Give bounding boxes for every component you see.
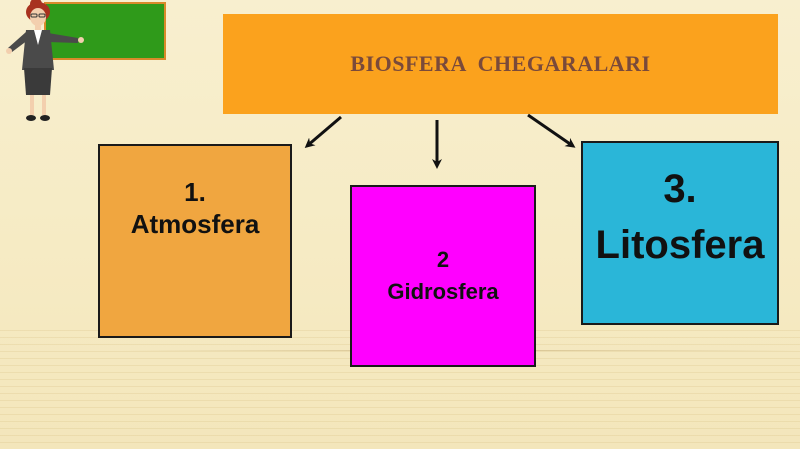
box-atmosfera: 1. Atmosfera: [98, 144, 292, 338]
title-box: BIOSFERA CHEGARALARI: [223, 14, 778, 114]
title-text: BIOSFERA CHEGARALARI: [350, 51, 651, 76]
gidrosfera-number: 2: [436, 247, 450, 272]
box-litosfera: 3. Litosfera: [581, 141, 779, 325]
atmosfera-name: Atmosfera: [130, 209, 260, 239]
gidrosfera-name: Gidrosfera: [387, 279, 499, 304]
teacher-illustration-icon: [6, 0, 84, 121]
litosfera-number: 3.: [663, 167, 697, 211]
litosfera-name: Litosfera: [595, 223, 765, 267]
box-gidrosfera: 2 Gidrosfera: [350, 185, 536, 367]
chalkboard: [44, 2, 166, 60]
arrow-to-litosfera: [527, 113, 576, 148]
arrow-to-atmosfera: [304, 115, 342, 148]
atmosfera-number: 1.: [184, 177, 206, 207]
